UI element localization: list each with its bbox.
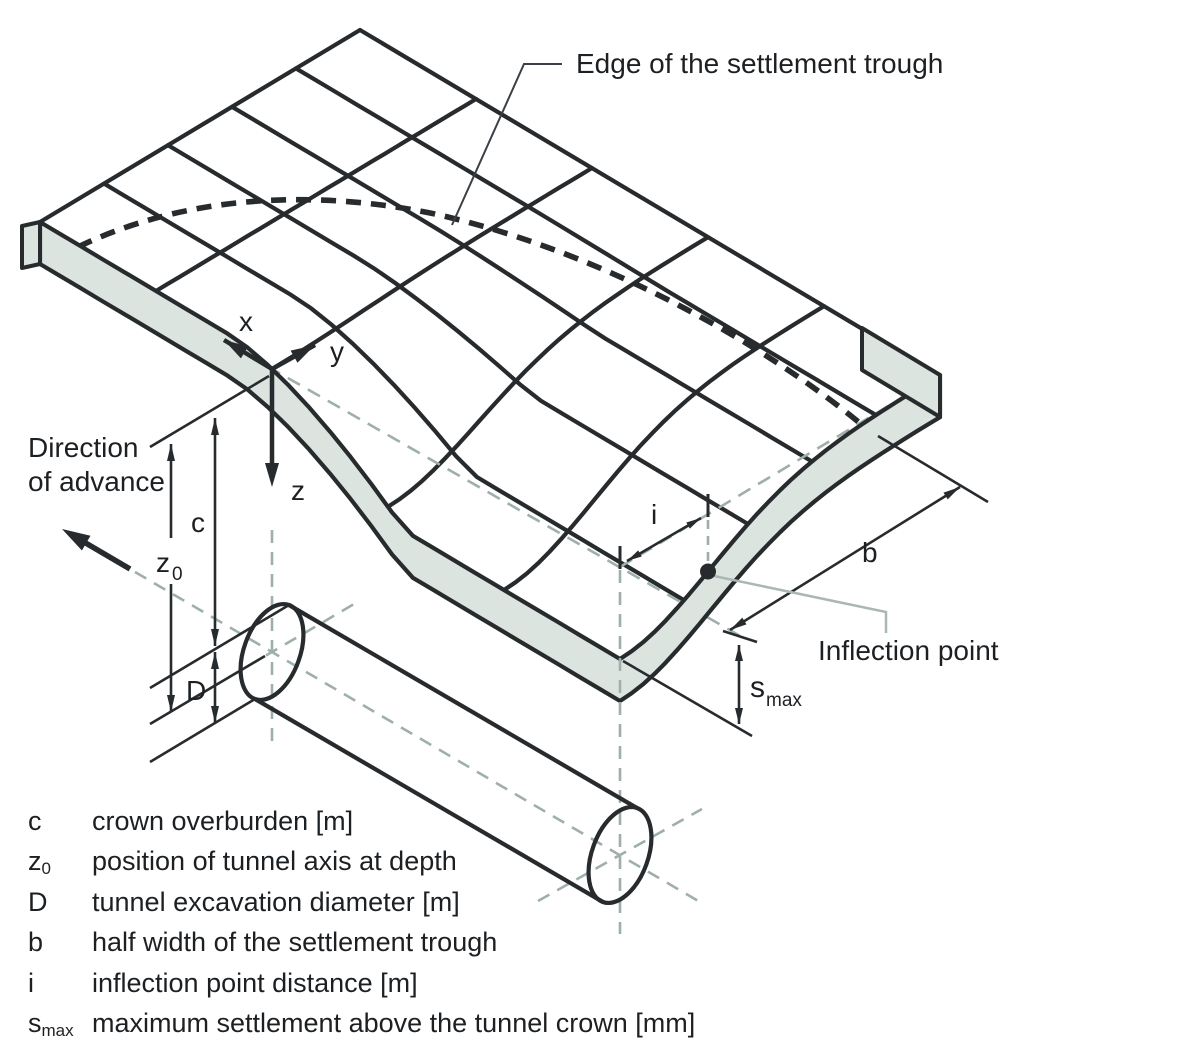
legend-symbol: i	[28, 967, 34, 998]
legend-symbol: D	[28, 886, 48, 917]
slab-edge	[20, 219, 943, 704]
legend-row: smax maximum settlement above the tunnel…	[28, 1005, 695, 1045]
grid-line	[385, 235, 711, 509]
x-axis-label: x	[239, 306, 253, 337]
smax-bottom-reference-line	[622, 659, 753, 738]
legend-row: i inflection point distance [m]	[28, 965, 695, 1005]
arrowhead	[62, 529, 91, 551]
legend-description: inflection point distance [m]	[92, 967, 418, 998]
legend-row: b half width of the settlement trough	[28, 924, 695, 964]
legend-symbol-subscript: 0	[41, 859, 51, 879]
direction-of-advance: Direction of advance	[28, 432, 165, 572]
surface-top-face	[40, 30, 940, 659]
grid-line	[293, 66, 879, 418]
settlement-trough-edge: Edge of the settlement trough	[76, 48, 943, 427]
trough-edge-label: Edge of the settlement trough	[576, 48, 943, 79]
legend-symbol: c	[28, 806, 42, 836]
invert-level-reference-line	[149, 697, 256, 764]
arrowhead	[211, 652, 219, 669]
tunnel-bottom-edge	[253, 697, 605, 904]
arrowhead	[735, 708, 743, 724]
dim-label-c: c	[191, 507, 205, 538]
grid-line	[357, 27, 943, 378]
arrowhead	[211, 418, 219, 435]
dim-label-z0-subscript: 0	[172, 564, 183, 585]
i-dimension-ticks	[618, 494, 710, 569]
dim-label-z0: z	[156, 547, 170, 578]
arrowhead	[265, 463, 279, 487]
inflection-point-dot	[700, 563, 716, 580]
b-extension-line	[877, 434, 989, 504]
legend-row: D tunnel excavation diameter [m]	[28, 884, 695, 924]
legend-row: c crown overburden [m]	[28, 803, 695, 843]
depth-dimension-lines	[149, 374, 290, 764]
arrowhead	[627, 550, 642, 561]
grid-line	[101, 181, 687, 603]
slab-left-end-face	[20, 220, 42, 270]
trough-edge-leader-line	[451, 63, 562, 226]
grid-line	[229, 104, 815, 464]
arrowheads	[62, 340, 960, 724]
legend-description: maximum settlement above the tunnel crow…	[92, 1008, 696, 1039]
y-axis-label: y	[330, 336, 344, 367]
arrowhead	[735, 645, 743, 661]
arrowhead	[167, 444, 175, 461]
dim-label-smax-subscript: max	[766, 690, 802, 711]
dim-label-i: i	[651, 499, 657, 530]
arrowhead	[211, 706, 219, 723]
advance-label-line2: of advance	[28, 466, 165, 497]
legend-symbol: s	[28, 1008, 42, 1039]
arrowhead	[686, 518, 701, 529]
dimension-line-b	[729, 485, 961, 632]
smax-top-tick	[722, 629, 758, 644]
crown-level-reference-line	[149, 603, 290, 690]
trough-edge-curve	[76, 196, 863, 427]
tunnel-cylinder	[134, 530, 703, 934]
legend: c crown overburden [m] z0 position of tu…	[28, 803, 695, 1045]
legend-symbol: z	[28, 846, 42, 877]
inflection-label: Inflection point	[818, 635, 999, 666]
axis-level-reference-line	[149, 654, 266, 726]
ground-surface	[37, 27, 943, 659]
grid-line	[501, 304, 827, 593]
arrowhead	[167, 695, 175, 712]
advance-label-line1: Direction	[28, 432, 138, 463]
grid-line	[37, 27, 363, 225]
legend-description: half width of the settlement trough	[92, 927, 498, 958]
legend-symbol: b	[28, 927, 44, 958]
slab-right-end-face	[860, 326, 942, 419]
legend-symbol-subscript: max	[41, 1021, 74, 1041]
half-width-dimension: b	[729, 434, 989, 632]
arrowhead	[730, 617, 747, 630]
legend-description: position of tunnel axis at depth	[92, 846, 457, 877]
z-axis-label: z	[291, 475, 305, 506]
tunnel-end-face-ellipse	[586, 804, 654, 906]
legend-row: z0 position of tunnel axis at depth	[28, 843, 695, 883]
inflection-leader-line	[713, 574, 888, 633]
arrowhead	[211, 629, 219, 646]
tunnel-top-edge	[287, 603, 639, 810]
end-face-transverse-centerline	[537, 807, 703, 903]
legend-description: tunnel excavation diameter [m]	[92, 886, 460, 917]
grid-line	[153, 96, 479, 294]
legend-description: crown overburden [m]	[92, 806, 354, 836]
dim-label-smax: s	[750, 671, 765, 704]
inflection-point: Inflection point	[700, 563, 999, 666]
arrowhead	[943, 487, 960, 500]
arrowhead	[290, 345, 315, 363]
dim-label-b: b	[862, 537, 878, 568]
surface-level-reference-line	[149, 374, 270, 449]
surface-grid-lines	[37, 27, 943, 603]
arrowhead	[224, 340, 249, 359]
grid-line	[165, 143, 751, 527]
dim-label-D: D	[186, 675, 206, 706]
grid-line	[269, 165, 595, 372]
